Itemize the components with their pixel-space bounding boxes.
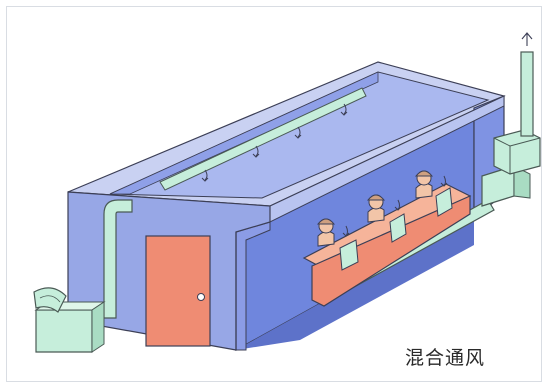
intake-box (35, 309, 93, 353)
exhaust-stack (520, 51, 534, 137)
door (145, 235, 211, 347)
exhaust-box-upper (493, 129, 541, 175)
worker-figure-icon (366, 194, 386, 223)
air-flow-arrow-icon (342, 175, 448, 237)
intake-box-side (91, 301, 105, 353)
air-flow-arrow-icon (201, 103, 348, 182)
exhaust-arrow-icon (521, 32, 533, 46)
exhaust-box-lower-side (513, 165, 531, 199)
worker-figure-icon (414, 170, 434, 199)
workstation-machines (339, 187, 453, 271)
door-knob (197, 293, 205, 301)
ceiling-duct (159, 87, 367, 191)
worker-figure-icon (316, 218, 336, 247)
diagram-caption: 混合通风 (405, 347, 486, 369)
inner-back-wall (109, 71, 379, 195)
left-supply-duct (103, 199, 133, 319)
intake-fan-icon (33, 287, 67, 313)
